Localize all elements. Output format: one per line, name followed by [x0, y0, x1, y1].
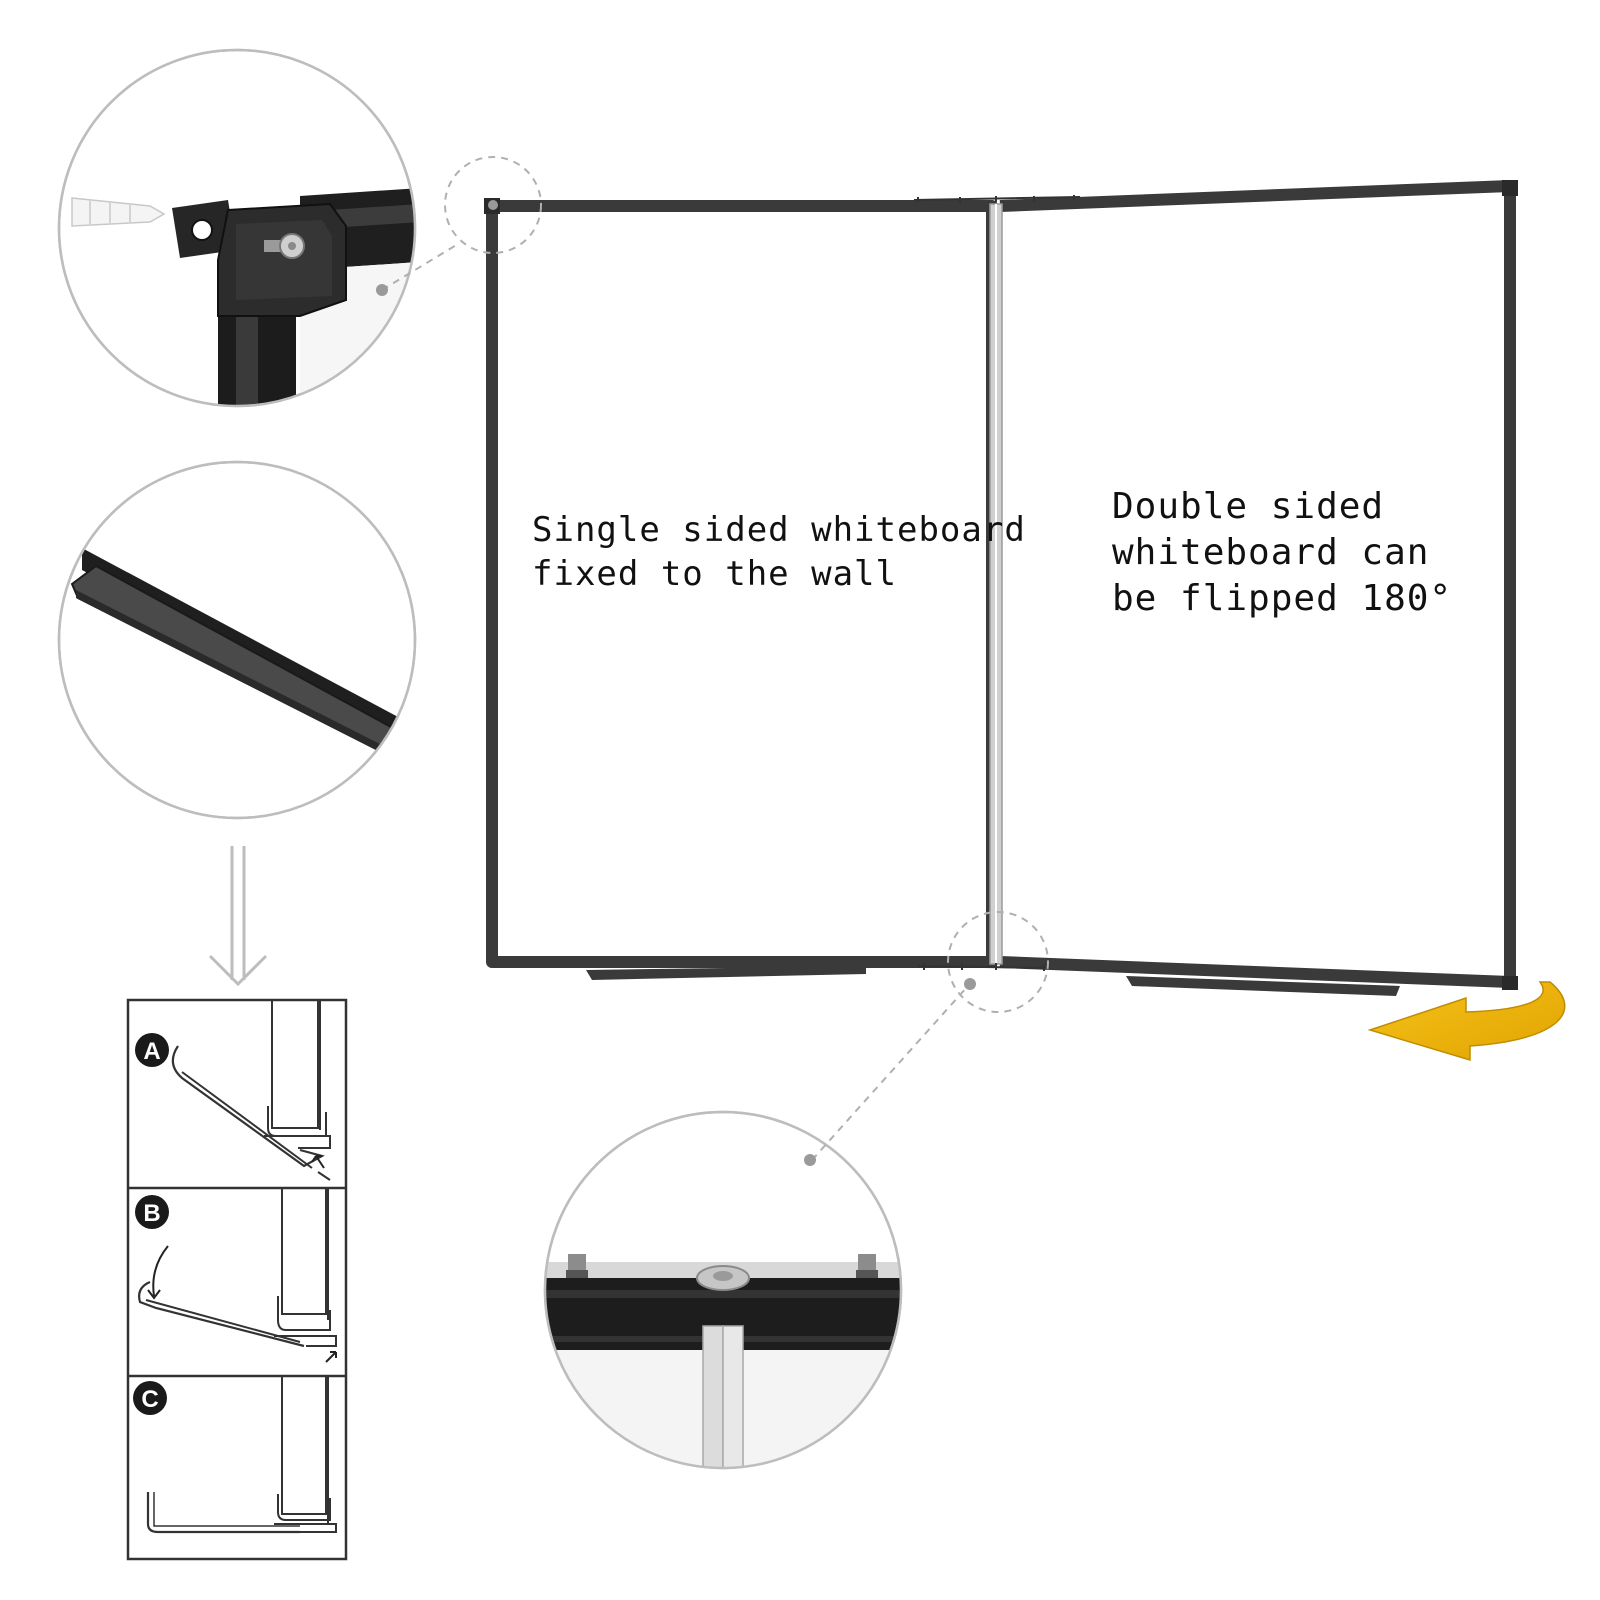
wall-plug-icon [71, 197, 166, 227]
right-panel-caption: Double sided whiteboard can be flipped 1… [1112, 484, 1452, 622]
leader-hinge [811, 985, 969, 1161]
callout-hinge-ring [947, 911, 1049, 1013]
steps-frame [126, 998, 348, 1561]
step-a-panel [171, 999, 331, 1181]
whiteboard-assembly [484, 180, 1518, 996]
hinge-screw-icon [566, 1254, 878, 1278]
right-panel-caption-line-1: Double sided [1112, 486, 1385, 527]
svg-text:C: C [141, 1386, 158, 1413]
screw-icon [264, 233, 305, 259]
right-frame-corner-cap [1502, 180, 1518, 196]
down-arrow-icon [208, 846, 268, 987]
dashed-callouts [381, 156, 1049, 1161]
callout-corner-ring [444, 156, 542, 254]
left-panel-caption-line-2: fixed to the wall [532, 554, 897, 594]
right-panel-frame [999, 180, 1516, 988]
step-badge-b: B [135, 1195, 169, 1229]
right-panel-surface [1000, 186, 1510, 982]
right-panel-caption-line-3: be flipped 180° [1112, 578, 1453, 619]
right-panel-caption-line-2: whiteboard can [1112, 532, 1430, 573]
left-panel-surface [492, 206, 992, 962]
step-b-swing-arrow-icon [152, 1245, 169, 1297]
svg-text:A: A [143, 1038, 160, 1065]
zoom-detail-marker-tray [57, 460, 417, 820]
right-marker-tray [1126, 976, 1400, 996]
step-b-hint-arrow-icon [325, 1351, 337, 1363]
left-panel-caption-line-1: Single sided whiteboard [532, 510, 1026, 550]
zoom-detail-corner-bracket [57, 48, 417, 408]
step-a-hint-arrow-icon [311, 1155, 325, 1169]
top-hinge-clips [913, 195, 1081, 203]
leader-corner [381, 243, 459, 291]
svg-text:B: B [143, 1200, 160, 1227]
installation-steps: A B C [126, 998, 348, 1561]
left-marker-tray [586, 966, 866, 980]
zoom-detail-hinge [543, 1110, 903, 1470]
curved-rotation-arrow-icon [1367, 981, 1566, 1062]
step-badge-a: A [135, 1033, 169, 1067]
step-b-panel [138, 1187, 337, 1363]
right-frame-corner-cap-bottom [1502, 976, 1518, 990]
left-panel-caption: Single sided whiteboard fixed to the wal… [532, 508, 1026, 596]
bottom-hinge-clips [917, 963, 1051, 971]
step-badge-c: C [133, 1381, 167, 1415]
step-c-panel [146, 1375, 337, 1534]
